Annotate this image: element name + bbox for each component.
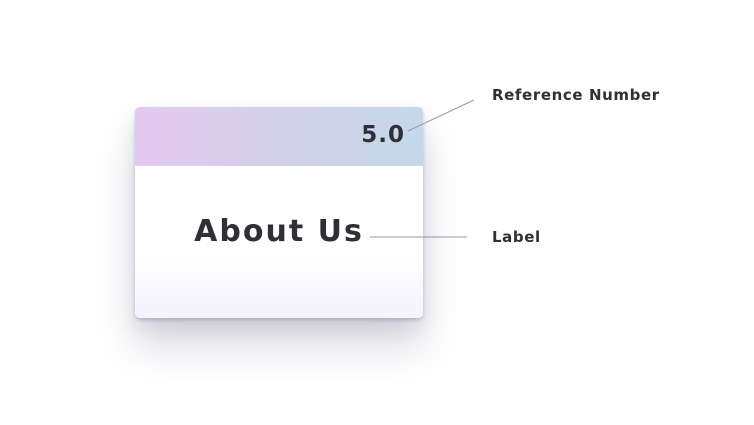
- reference-number-annotation: Reference Number: [492, 86, 660, 104]
- menu-card[interactable]: 5.0 About Us: [135, 107, 423, 318]
- reference-number: 5.0: [361, 122, 405, 148]
- label-annotation: Label: [492, 228, 541, 246]
- card-header: 5.0: [135, 107, 423, 166]
- reference-number-leader-line: [407, 99, 475, 132]
- card-label: About Us: [194, 214, 364, 249]
